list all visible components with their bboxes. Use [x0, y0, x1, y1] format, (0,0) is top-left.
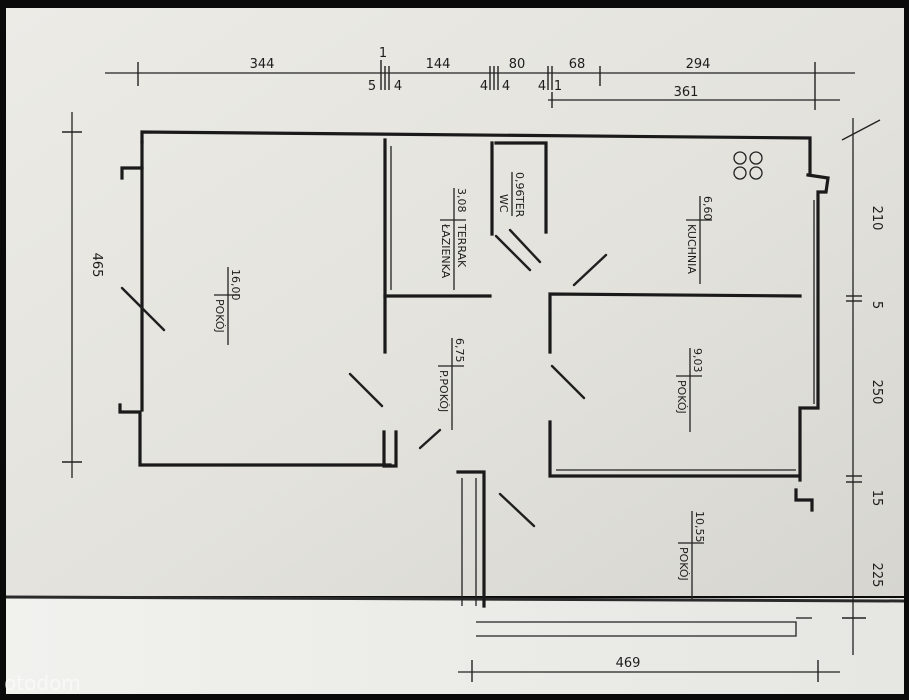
svg-text:P.POKÓJ: P.POKÓJ [437, 370, 450, 412]
svg-text:TERRAK: TERRAK [455, 223, 468, 268]
dim-right-5: 5 [869, 301, 884, 309]
room-label-wc: 0,96 TER WC [497, 172, 526, 218]
dim-small-4a: 4 [394, 79, 402, 94]
dim-top-144: 144 [426, 57, 451, 72]
dim-top-361: 361 [674, 85, 699, 100]
dim-top-68: 68 [569, 57, 586, 72]
paper-sheet-lower [6, 598, 904, 694]
svg-text:16,00: 16,00 [229, 269, 242, 301]
dim-right-15: 15 [869, 490, 884, 507]
svg-text:KUCHNIA: KUCHNIA [685, 224, 698, 274]
paper-sheet [6, 8, 904, 596]
dim-right-250: 250 [869, 380, 884, 405]
top-dimension-line: 344 144 80 68 294 361 1 5 4 4 4 4 1 [105, 46, 855, 110]
svg-text:0,96: 0,96 [513, 172, 526, 197]
svg-text:POKÓJ: POKÓJ [675, 380, 688, 414]
dim-left-465: 465 [89, 253, 104, 278]
dim-right-225: 225 [869, 563, 884, 588]
room-label-lazienka: 3,08 TERRAK ŁAZIENKA [439, 188, 468, 290]
bottom-dimension-line: 469 [458, 656, 840, 682]
dim-small-4b: 4 [480, 79, 488, 94]
svg-text:TER: TER [513, 195, 526, 218]
dim-small-4d: 4 [538, 79, 546, 94]
room-label-przedpokoj: 6,75 P.POKÓJ [437, 338, 466, 430]
dim-top-344: 344 [250, 57, 275, 72]
room-label-pokoj-3: 10,55 POKÓJ [677, 511, 706, 599]
svg-text:10,55: 10,55 [693, 511, 706, 543]
dim-small-1b: 1 [554, 79, 562, 94]
svg-text:6,60: 6,60 [701, 196, 714, 221]
dim-top-294: 294 [686, 57, 711, 72]
dim-small-5: 5 [368, 79, 376, 94]
left-dimension-line: 465 [62, 112, 104, 478]
dim-small-1a: 1 [379, 46, 387, 61]
dim-right-210: 210 [869, 206, 884, 231]
room-label-kuchnia: 6,60 KUCHNIA [685, 196, 714, 284]
watermark: otodom [4, 671, 81, 695]
svg-text:6,75: 6,75 [453, 338, 466, 363]
svg-text:ŁAZIENKA: ŁAZIENKA [439, 223, 452, 279]
doors [120, 228, 608, 528]
stove-icon [733, 151, 763, 180]
dim-top-80: 80 [509, 57, 526, 72]
dim-bottom-469: 469 [616, 656, 641, 671]
svg-text:9,03: 9,03 [691, 348, 704, 373]
room-label-pokoj-1: 16,00 POKÓJ [213, 267, 242, 345]
svg-text:WC: WC [497, 194, 510, 213]
room-label-pokoj-2: 9,03 POKÓJ [675, 348, 704, 432]
walls [118, 130, 830, 637]
right-dimension-line: 210 5 250 15 225 [841, 118, 884, 655]
svg-text:3,08: 3,08 [455, 188, 468, 213]
dim-small-4c: 4 [502, 79, 510, 94]
svg-text:POKÓJ: POKÓJ [677, 547, 690, 581]
svg-text:POKÓJ: POKÓJ [213, 299, 226, 333]
